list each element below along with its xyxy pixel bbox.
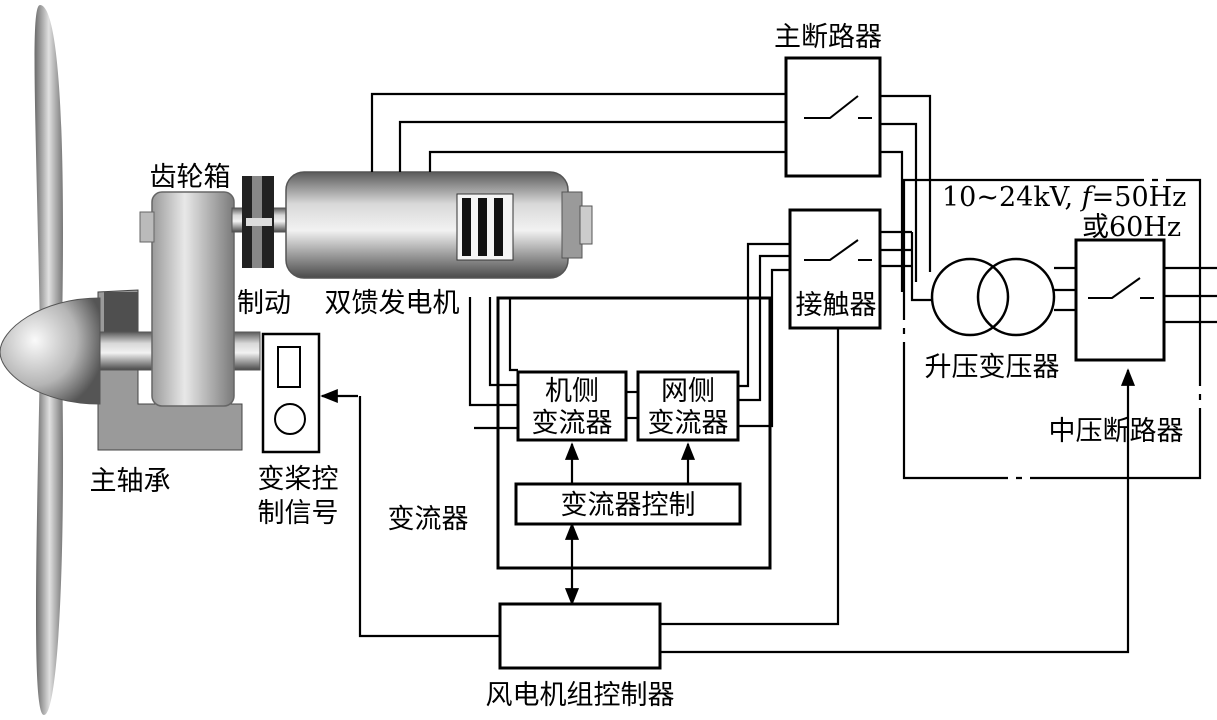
transformer-icon	[930, 257, 1056, 337]
switch-icon	[804, 95, 872, 119]
wiring	[320, 92, 1217, 654]
converter-label: 变流器	[388, 504, 469, 535]
machine-side-label-1: 机侧	[545, 376, 599, 407]
main-breaker-box	[784, 56, 882, 178]
brake-disc-icon	[242, 176, 274, 268]
switch-icon	[804, 239, 872, 261]
converter-enclosure	[496, 296, 772, 570]
converter-control-box: 变流器控制	[514, 482, 742, 526]
machine-side-label-2: 变流器	[532, 408, 613, 439]
rotor-blade-icon	[34, 5, 64, 715]
switch-icon	[1088, 277, 1154, 299]
grid-side-label-2: 变流器	[648, 408, 729, 439]
pitch-actuator-icon	[261, 332, 321, 454]
machine-side-converter-box: 机侧 变流器	[516, 370, 628, 442]
pitch-signal-label-1: 变桨控	[258, 464, 339, 495]
main-bearing-label: 主轴承	[90, 466, 171, 497]
contactor-label: 接触器	[796, 290, 877, 321]
turbine-controller-box	[498, 602, 662, 670]
mv-breaker-label: 中压断路器	[1049, 416, 1184, 447]
converter-control-label: 变流器控制	[561, 490, 696, 521]
pitch-signal-label-2: 制信号	[258, 498, 339, 529]
grid-side-label-1: 网侧	[661, 376, 715, 407]
main-breaker-label: 主断路器	[774, 22, 882, 53]
transformer-label: 升压变压器	[925, 352, 1060, 383]
voltage-label: 10~24kV, f=50Hz	[942, 182, 1186, 213]
voltage-alt-label: 或60Hz	[1082, 212, 1181, 243]
brake-label: 制动	[237, 288, 291, 319]
hub-icon	[0, 297, 101, 405]
generator-icon	[285, 171, 593, 279]
mv-breaker-box	[1074, 238, 1166, 362]
voltage-part-2: =50Hz	[1092, 182, 1187, 213]
gearbox-label: 齿轮箱	[150, 162, 231, 193]
grid-side-converter-box: 网侧 变流器	[636, 370, 740, 442]
contactor-box	[788, 208, 882, 330]
turbine-controller-label: 风电机组控制器	[486, 680, 675, 711]
voltage-part-1: 10~24kV,	[942, 182, 1082, 213]
generator-label: 双馈发电机	[325, 288, 460, 319]
